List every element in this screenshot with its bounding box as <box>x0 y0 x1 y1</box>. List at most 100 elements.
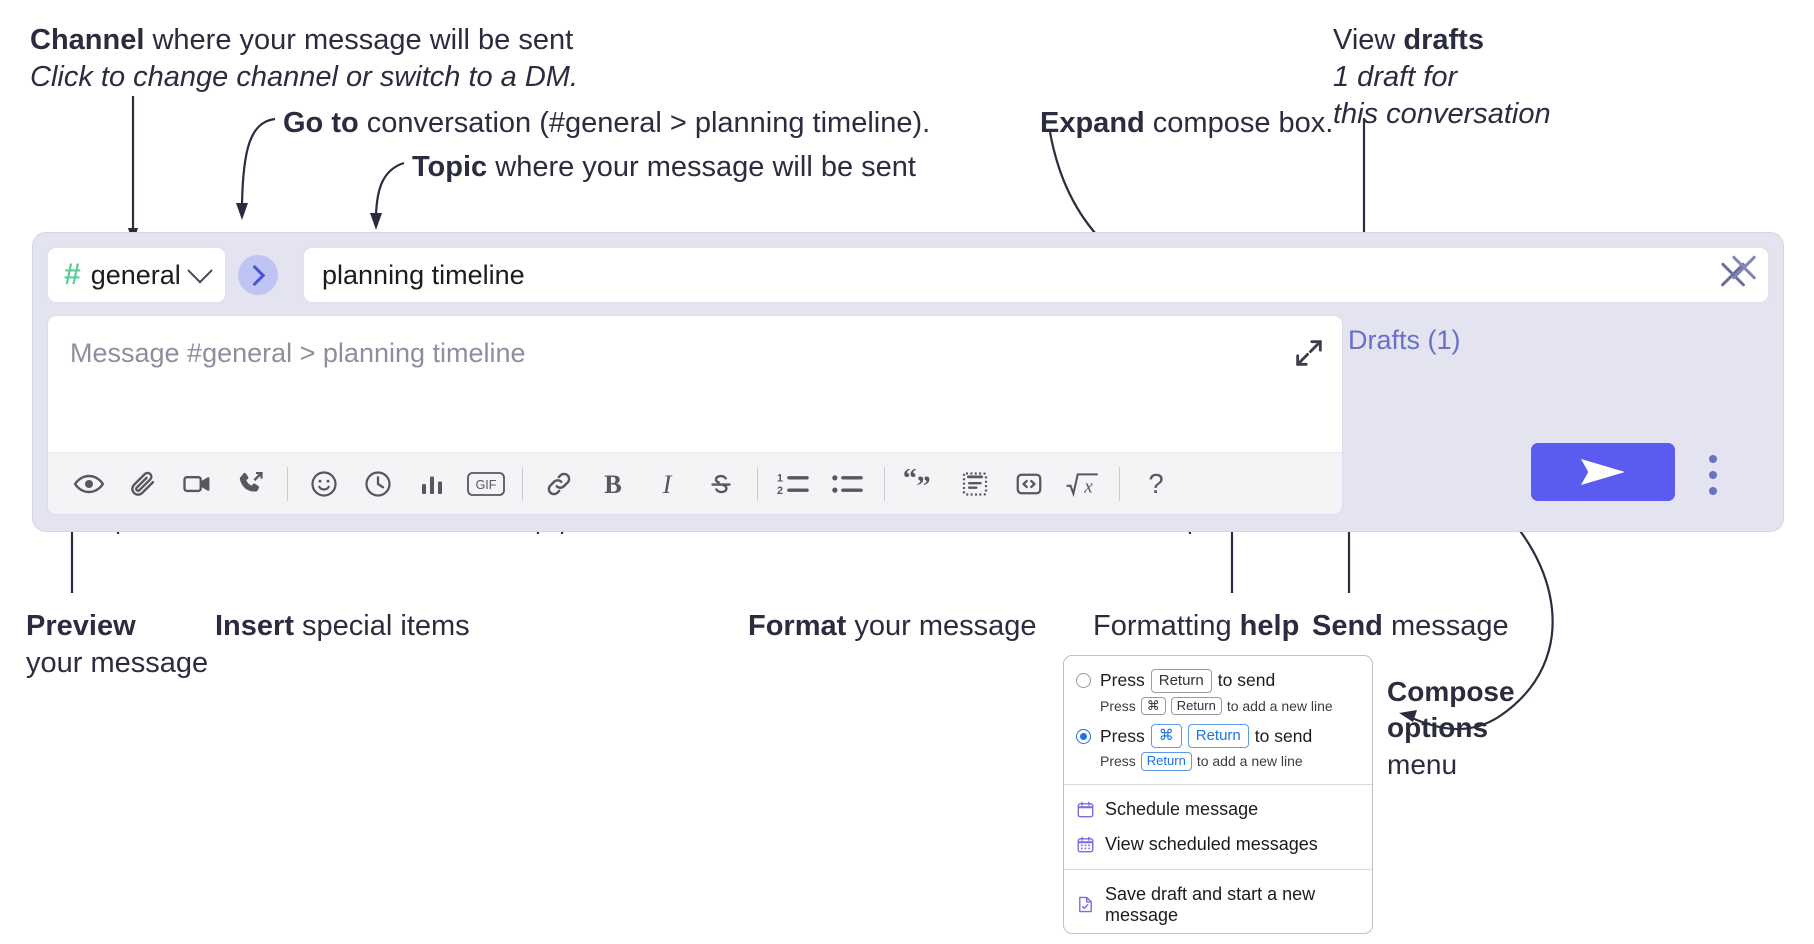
option1-sub-press: Press <box>1100 697 1136 714</box>
toolbar-divider <box>1119 466 1120 501</box>
preview-eye-icon[interactable] <box>62 461 116 507</box>
topic-field[interactable]: planning timeline <box>303 247 1769 303</box>
svg-text:GIF: GIF <box>476 478 497 492</box>
svg-text:“: “ <box>904 469 917 494</box>
option-press-return-to-send[interactable]: Press Return to send <box>1064 666 1372 696</box>
svg-text:B: B <box>604 469 622 498</box>
send-button[interactable] <box>1531 443 1675 501</box>
emoji-smiley-icon[interactable] <box>297 461 351 507</box>
drafts-link[interactable]: Drafts (1) <box>1348 325 1461 355</box>
menu-item-label: Save draft and start a new message <box>1105 883 1316 925</box>
chevron-right-icon <box>244 264 266 286</box>
expand-icon[interactable] <box>1292 336 1326 370</box>
video-camera-icon[interactable] <box>170 461 224 507</box>
option-press-cmd-return-to-send[interactable]: Press ⌘ Return to send <box>1064 721 1372 751</box>
channel-row: # general <box>47 247 278 303</box>
attachment-paperclip-icon[interactable] <box>116 461 170 507</box>
clock-icon[interactable] <box>351 461 405 507</box>
save-draft-icon <box>1079 897 1092 913</box>
annotation-expand-bold: Expand <box>1040 107 1145 139</box>
dot <box>1709 471 1717 479</box>
option1-sub-tail: to add a new line <box>1226 697 1333 714</box>
menu-divider <box>1064 783 1372 785</box>
option1-label: Press Return to send <box>1100 669 1275 693</box>
compose-options-menu: Press Return to send Press ⌘ Return to a… <box>1063 655 1373 934</box>
message-input-box[interactable]: Message #general > planning timeline <box>47 315 1343 515</box>
leader-topic <box>374 161 405 216</box>
annotation-insert-bold: Insert <box>215 610 294 642</box>
calendar-grid-icon <box>1077 836 1094 853</box>
annotation-goto-rest: conversation (#general > planning timeli… <box>358 107 931 139</box>
strikethrough-icon[interactable] <box>694 461 748 507</box>
option1-sub-key-return: Return <box>1170 696 1222 716</box>
annotation-channel: Channel where your message will be sent … <box>30 22 578 96</box>
annotation-help-bold: help <box>1239 610 1300 642</box>
annotation-compose-bold-2: options <box>1387 712 1489 744</box>
code-block-icon[interactable] <box>948 461 1002 507</box>
dot <box>1709 455 1717 463</box>
option2-key-return: Return <box>1187 724 1249 748</box>
send-paper-plane-icon <box>1581 459 1625 485</box>
go-to-conversation-button[interactable] <box>237 255 278 295</box>
toolbar-divider <box>522 466 523 501</box>
annotation-compose-options: Compose options menu <box>1387 674 1515 783</box>
annotation-channel-rest: where your message will be sent <box>144 24 574 56</box>
math-formula-icon[interactable]: x <box>1056 461 1110 507</box>
gif-icon[interactable]: GIF <box>459 461 513 507</box>
radio-selected-icon[interactable] <box>1076 728 1091 744</box>
italic-icon[interactable]: I <box>640 461 694 507</box>
svg-text:2: 2 <box>777 485 783 497</box>
toolbar-divider <box>287 466 288 501</box>
option2-sub-key-return: Return <box>1140 751 1192 771</box>
option2-press: Press <box>1100 725 1145 746</box>
blockquote-icon[interactable]: “ ” <box>894 461 948 507</box>
annotation-goto: Go to conversation (#general > planning … <box>283 105 930 142</box>
topic-value: planning timeline <box>322 259 525 290</box>
bulleted-list-icon[interactable] <box>821 461 875 507</box>
annotation-topic: Topic where your message will be sent <box>412 149 916 186</box>
radio-unselected-icon[interactable] <box>1076 673 1091 689</box>
annotation-format: Format your message <box>748 608 1037 645</box>
bold-icon[interactable]: B <box>586 461 640 507</box>
annotation-preview-bold: Preview <box>26 610 136 642</box>
option2-sub: Press Return to add a new line <box>1064 751 1372 777</box>
menu-item-label: Schedule message <box>1105 798 1259 819</box>
leader-goto-arrow <box>236 203 248 220</box>
annotation-format-bold: Format <box>748 610 847 642</box>
svg-text:1: 1 <box>777 472 783 484</box>
calendar-schedule-icon <box>1077 801 1094 818</box>
phone-forward-icon[interactable] <box>224 461 278 507</box>
inline-code-icon[interactable] <box>1002 461 1056 507</box>
menu-item-view-scheduled-messages[interactable]: View scheduled messages <box>1064 827 1372 862</box>
option2-sub-tail: to add a new line <box>1196 753 1303 770</box>
menu-item-save-draft[interactable]: Save draft and start a new message <box>1064 877 1372 933</box>
annotation-compose-bold-1: Compose <box>1387 676 1515 707</box>
annotation-formatting-help: Formatting help <box>1093 608 1299 645</box>
compose-options-button[interactable] <box>1700 455 1726 495</box>
close-compose-icon[interactable] <box>1727 251 1761 285</box>
annotation-drafts-bold: drafts <box>1403 24 1484 56</box>
annotation-insert: Insert special items <box>215 608 470 645</box>
option1-press: Press <box>1100 670 1145 691</box>
annotation-format-rest: your message <box>846 610 1037 642</box>
channel-selector[interactable]: # general <box>47 247 226 303</box>
annotation-preview: Preview your message <box>26 608 208 682</box>
annotation-drafts-italic-2: this conversation <box>1333 98 1551 131</box>
annotation-send: Send message <box>1312 608 1509 645</box>
option1-sub-key-cmd: ⌘ <box>1140 696 1166 716</box>
message-placeholder: Message #general > planning timeline <box>70 338 526 368</box>
compose-widget: # general planning timeline Message #gen… <box>32 232 1784 532</box>
annotation-expand: Expand compose box. <box>1040 105 1333 142</box>
menu-item-label: View scheduled messages <box>1105 833 1318 854</box>
annotation-send-bold: Send <box>1312 610 1383 642</box>
poll-bar-chart-icon[interactable] <box>405 461 459 507</box>
link-icon[interactable] <box>532 461 586 507</box>
menu-divider <box>1064 868 1372 870</box>
ordered-list-icon[interactable]: 1 2 <box>767 461 821 507</box>
menu-item-schedule-message[interactable]: Schedule message <box>1064 792 1372 827</box>
chevron-down-icon <box>187 258 213 284</box>
formatting-help-icon[interactable]: ? <box>1129 461 1183 507</box>
annotation-topic-bold: Topic <box>412 151 488 183</box>
svg-text:”: ” <box>916 471 930 499</box>
